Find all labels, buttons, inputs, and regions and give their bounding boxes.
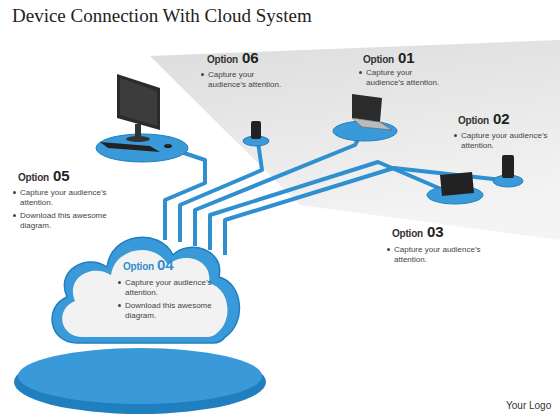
wires (165, 132, 502, 255)
keyboard (100, 142, 160, 152)
bullet-text: Capture your audience’s attention. (208, 70, 293, 89)
option-heading: Option (18, 173, 49, 183)
laptop (352, 94, 392, 130)
option-number: 03 (427, 224, 444, 239)
mouse (164, 144, 172, 148)
option-heading: Option (458, 116, 489, 126)
option-number: 06 (242, 50, 259, 65)
logo-placeholder: Your Logo (506, 401, 551, 411)
device-platforms (96, 121, 523, 204)
bullet-text: Capture your audience’s attention. (125, 278, 225, 297)
diagram-title: Device Connection With Cloud System (12, 6, 312, 25)
bullet-text: Capture your audience’s attention. (20, 188, 110, 207)
bullet-text: Download this awesome diagram. (20, 211, 110, 230)
monitor-foot (126, 136, 150, 142)
desktop-computer (100, 74, 172, 152)
laptop-screen (352, 94, 382, 122)
wire (180, 142, 262, 242)
option-heading: Option (207, 55, 238, 65)
tablet (440, 172, 474, 196)
wire (210, 162, 448, 250)
phone (502, 155, 514, 178)
cloud-base-top (18, 348, 262, 404)
monitor-stand (135, 124, 141, 138)
bullet-text: Capture your audience’s attention. (394, 245, 494, 264)
bullet-text: Download this awesome diagram. (125, 301, 225, 320)
option-number: 05 (53, 168, 70, 183)
option-heading: Option (363, 55, 394, 65)
floor-plane (150, 40, 560, 240)
cloud-outline (52, 237, 239, 343)
wire (195, 132, 362, 246)
phone (251, 121, 261, 139)
monitor (117, 74, 160, 130)
platform (96, 134, 188, 162)
cloud-node: Option04Capture your audience’s attentio… (45, 215, 245, 350)
bullet-text: Capture your audience’s attention. (461, 131, 551, 150)
option-number: 01 (398, 50, 415, 65)
option-number: 02 (493, 111, 510, 126)
option-heading: Option (392, 229, 423, 239)
option-heading: Option (123, 262, 154, 272)
option-number: 04 (157, 257, 174, 272)
monitor-screen (120, 78, 157, 126)
wire (225, 168, 502, 255)
laptop-base (352, 118, 392, 130)
cloud-face (62, 250, 227, 337)
bullet-text: Capture your audience’s attention. (366, 68, 451, 87)
